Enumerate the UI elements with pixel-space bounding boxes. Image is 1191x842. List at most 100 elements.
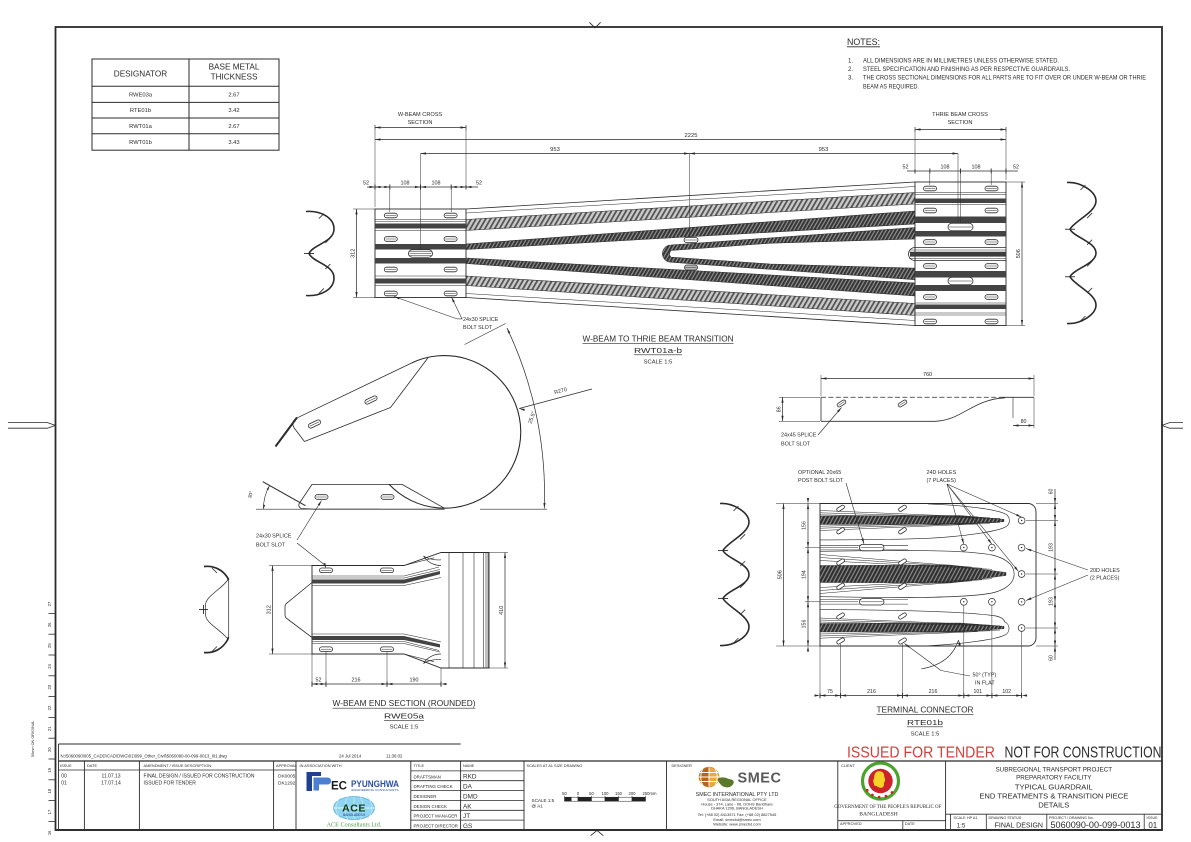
svg-text:108: 108 [941,165,950,171]
svg-text:ENGINEERING CONSULTANTS: ENGINEERING CONSULTANTS [352,788,399,792]
svg-text:193: 193 [1049,597,1055,606]
svg-text:SCALE: SCALE [954,816,967,820]
svg-text:RTE01b: RTE01b [130,108,151,114]
svg-text:PYUNGHWA: PYUNGHWA [351,779,399,789]
svg-text:TYPICAL GUARDRAIL: TYPICAL GUARDRAIL [1015,782,1093,791]
svg-text:RTE01b: RTE01b [907,718,943,727]
svg-text:N:\5060090\005_CADD\CAD\DWG\01: N:\5060090\005_CADD\CAD\DWG\01\099_Other… [61,754,228,759]
svg-text:RWT01a-b: RWT01a-b [634,346,682,355]
svg-text:POST BOLT SLOT: POST BOLT SLOT [798,478,844,484]
svg-text:BANGLADESH: BANGLADESH [343,813,365,817]
svg-text:1:5: 1:5 [957,822,966,829]
svg-text:THRIE BEAM CROSS: THRIE BEAM CROSS [932,112,988,118]
svg-text:86: 86 [776,406,782,412]
svg-text:156: 156 [802,521,808,530]
svg-text:SCALE 1:5: SCALE 1:5 [911,732,940,738]
svg-text:101: 101 [973,689,982,695]
svg-text:2.67: 2.67 [228,92,239,98]
svg-text:SOUTH ASIA REGIONAL OFFICE: SOUTH ASIA REGIONAL OFFICE [707,797,767,802]
svg-text:11.07.13: 11.07.13 [101,773,120,779]
svg-text:25: 25 [47,643,52,648]
svg-text:24 Jul 2014: 24 Jul 2014 [339,754,362,759]
svg-text:APPROVED: APPROVED [840,821,862,826]
svg-text:NOTES:: NOTES: [847,37,880,48]
svg-text:52: 52 [363,181,369,187]
svg-text:BOLT SLOT: BOLT SLOT [781,442,811,448]
svg-text:194: 194 [802,570,808,579]
svg-text:DESIGNER: DESIGNER [414,794,437,799]
svg-text:250mm: 250mm [643,791,657,796]
svg-text:11:36:02: 11:36:02 [386,754,403,759]
svg-text:50° (TYP): 50° (TYP) [973,673,997,679]
svg-text:216: 216 [352,678,361,684]
svg-text:GS: GS [463,823,472,830]
svg-text:HP A1: HP A1 [967,816,977,820]
svg-text:24x45 SPLICE: 24x45 SPLICE [781,433,817,439]
svg-text:24D HOLES: 24D HOLES [927,470,957,476]
svg-text:DMD: DMD [463,793,478,800]
svg-text:BASE METAL: BASE METAL [209,63,260,72]
svg-text:01: 01 [61,781,67,787]
svg-text:JT: JT [463,813,470,820]
svg-text:BEAM AS REQUIRED.: BEAM AS REQUIRED. [863,83,919,90]
svg-text:102: 102 [1002,689,1011,695]
svg-text:DESIGN CHECK: DESIGN CHECK [414,804,447,809]
svg-text:DRAFTSMAN: DRAFTSMAN [414,774,441,779]
svg-text:BOLT SLOT: BOLT SLOT [256,543,286,549]
svg-text:DESIGNER: DESIGNER [672,763,693,768]
svg-text:953: 953 [819,147,829,153]
svg-text:BOLT SLOT: BOLT SLOT [463,325,493,331]
svg-text:27: 27 [47,601,52,606]
svg-text:3.43: 3.43 [228,140,239,146]
svg-text:108: 108 [972,165,981,171]
svg-text:156: 156 [802,620,808,629]
svg-text:END TREATMENTS & TRANSITION PI: END TREATMENTS & TRANSITION PIECE [979,791,1128,800]
svg-text:ISSUE: ISSUE [1147,816,1159,820]
svg-text:17: 17 [47,809,52,814]
svg-text:IN FLAT: IN FLAT [975,681,995,687]
svg-text:THICKNESS: THICKNESS [211,73,258,82]
svg-text:RWT01b: RWT01b [129,140,152,146]
svg-text:312: 312 [350,249,356,258]
svg-text:ACE Consultants Ltd.: ACE Consultants Ltd. [327,822,382,829]
svg-text:THE CROSS SECTIONAL DIMENSIONS: THE CROSS SECTIONAL DIMENSIONS FOR ALL P… [863,75,1146,82]
svg-text:60: 60 [1049,489,1055,495]
svg-text:DESIGNATOR: DESIGNATOR [114,70,167,79]
svg-text:SUBREGIONAL TRANSPORT PROJECT: SUBREGIONAL TRANSPORT PROJECT [995,766,1112,773]
svg-text:216: 216 [867,689,876,695]
svg-text:ISSUE: ISSUE [60,763,72,768]
svg-text:17.07.14: 17.07.14 [101,781,121,787]
svg-text:DK0005: DK0005 [278,773,296,779]
svg-text:W-BEAM TO THRIE BEAM TRANSITIO: W-BEAM TO THRIE BEAM TRANSITION [583,334,734,344]
svg-text:18: 18 [47,788,52,793]
svg-text:RWE05a: RWE05a [384,712,425,721]
svg-text:506: 506 [1016,249,1022,258]
svg-text:1.: 1. [848,58,853,65]
svg-text:DETAILS: DETAILS [1038,800,1069,809]
svg-text:01: 01 [1148,821,1157,830]
svg-text:R270: R270 [554,387,568,396]
svg-text:2.67: 2.67 [228,124,239,130]
svg-text:PROJECT / DRAWING No.: PROJECT / DRAWING No. [1049,816,1094,820]
svg-text:24x30 SPLICE: 24x30 SPLICE [463,317,499,323]
svg-text:80: 80 [1021,419,1027,425]
svg-text:760: 760 [923,372,932,378]
svg-text:BANGLADESH: BANGLADESH [859,812,898,818]
svg-text:SCALE 1:5: SCALE 1:5 [390,725,419,731]
svg-text:PROJECT DIRECTOR: PROJECT DIRECTOR [414,824,458,829]
svg-text:TERMINAL CONNECTOR: TERMINAL CONNECTOR [877,705,974,715]
svg-text:(2 PLACES): (2 PLACES) [1090,576,1120,582]
svg-text:DRAFTING CHECK: DRAFTING CHECK [414,784,453,789]
svg-text:24: 24 [47,663,52,668]
svg-text:RKD: RKD [463,774,477,781]
svg-text:AMENDMENT / ISSUE DESCRIPTION: AMENDMENT / ISSUE DESCRIPTION [144,763,212,768]
svg-text:ISSUED FOR TENDER: ISSUED FOR TENDER [144,781,197,787]
svg-text:3.42: 3.42 [228,108,239,114]
svg-text:410: 410 [499,606,505,615]
svg-text:SMEC INTERNATIONAL PTY LTD: SMEC INTERNATIONAL PTY LTD [696,792,779,798]
svg-text:DHAKA 1206, BANGLADESH: DHAKA 1206, BANGLADESH [711,806,763,811]
svg-text:DATE: DATE [905,821,915,826]
svg-text:CLIENT: CLIENT [841,763,855,768]
svg-text:SECTION: SECTION [408,120,433,126]
svg-text:IN ASSOCIATION WITH: IN ASSOCIATION WITH [300,763,342,768]
